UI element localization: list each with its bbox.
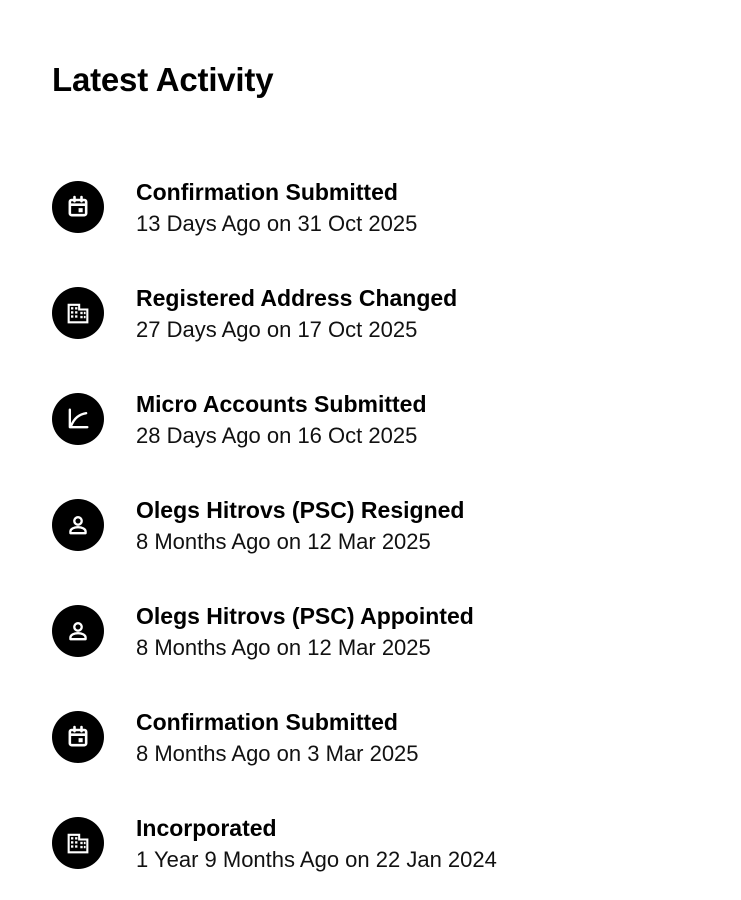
chart-line-icon: [52, 393, 104, 445]
person-icon: [52, 499, 104, 551]
person-icon: [52, 605, 104, 657]
calendar-icon: [52, 181, 104, 233]
calendar-icon: [52, 711, 104, 763]
activity-item: Olegs Hitrovs (PSC) Resigned 8 Months Ag…: [52, 478, 692, 584]
activity-item: Confirmation Submitted 8 Months Ago on 3…: [52, 690, 692, 796]
activity-title: Olegs Hitrovs (PSC) Resigned: [136, 497, 465, 523]
activity-item: Registered Address Changed 27 Days Ago o…: [52, 266, 692, 372]
activity-date: 1 Year 9 Months Ago on 22 Jan 2024: [136, 847, 497, 872]
activity-item: Confirmation Submitted 13 Days Ago on 31…: [52, 160, 692, 266]
page-title: Latest Activity: [52, 61, 274, 98]
activity-title: Registered Address Changed: [136, 285, 458, 311]
activity-title: Olegs Hitrovs (PSC) Appointed: [136, 603, 474, 629]
activity-list: Confirmation Submitted 13 Days Ago on 31…: [52, 160, 692, 900]
activity-date: 13 Days Ago on 31 Oct 2025: [136, 211, 418, 236]
activity-item: Micro Accounts Submitted 28 Days Ago on …: [52, 372, 692, 478]
building-icon: [52, 287, 104, 339]
activity-date: 8 Months Ago on 12 Mar 2025: [136, 635, 431, 660]
building-icon: [52, 817, 104, 869]
activity-date: 27 Days Ago on 17 Oct 2025: [136, 317, 418, 342]
activity-title: Incorporated: [136, 815, 277, 841]
activity-item: Incorporated 1 Year 9 Months Ago on 22 J…: [52, 796, 692, 900]
activity-date: 28 Days Ago on 16 Oct 2025: [136, 423, 418, 448]
activity-item: Olegs Hitrovs (PSC) Appointed 8 Months A…: [52, 584, 692, 690]
activity-title: Confirmation Submitted: [136, 179, 398, 205]
activity-title: Micro Accounts Submitted: [136, 391, 427, 417]
activity-title: Confirmation Submitted: [136, 709, 398, 735]
activity-date: 8 Months Ago on 3 Mar 2025: [136, 741, 419, 766]
activity-date: 8 Months Ago on 12 Mar 2025: [136, 529, 431, 554]
